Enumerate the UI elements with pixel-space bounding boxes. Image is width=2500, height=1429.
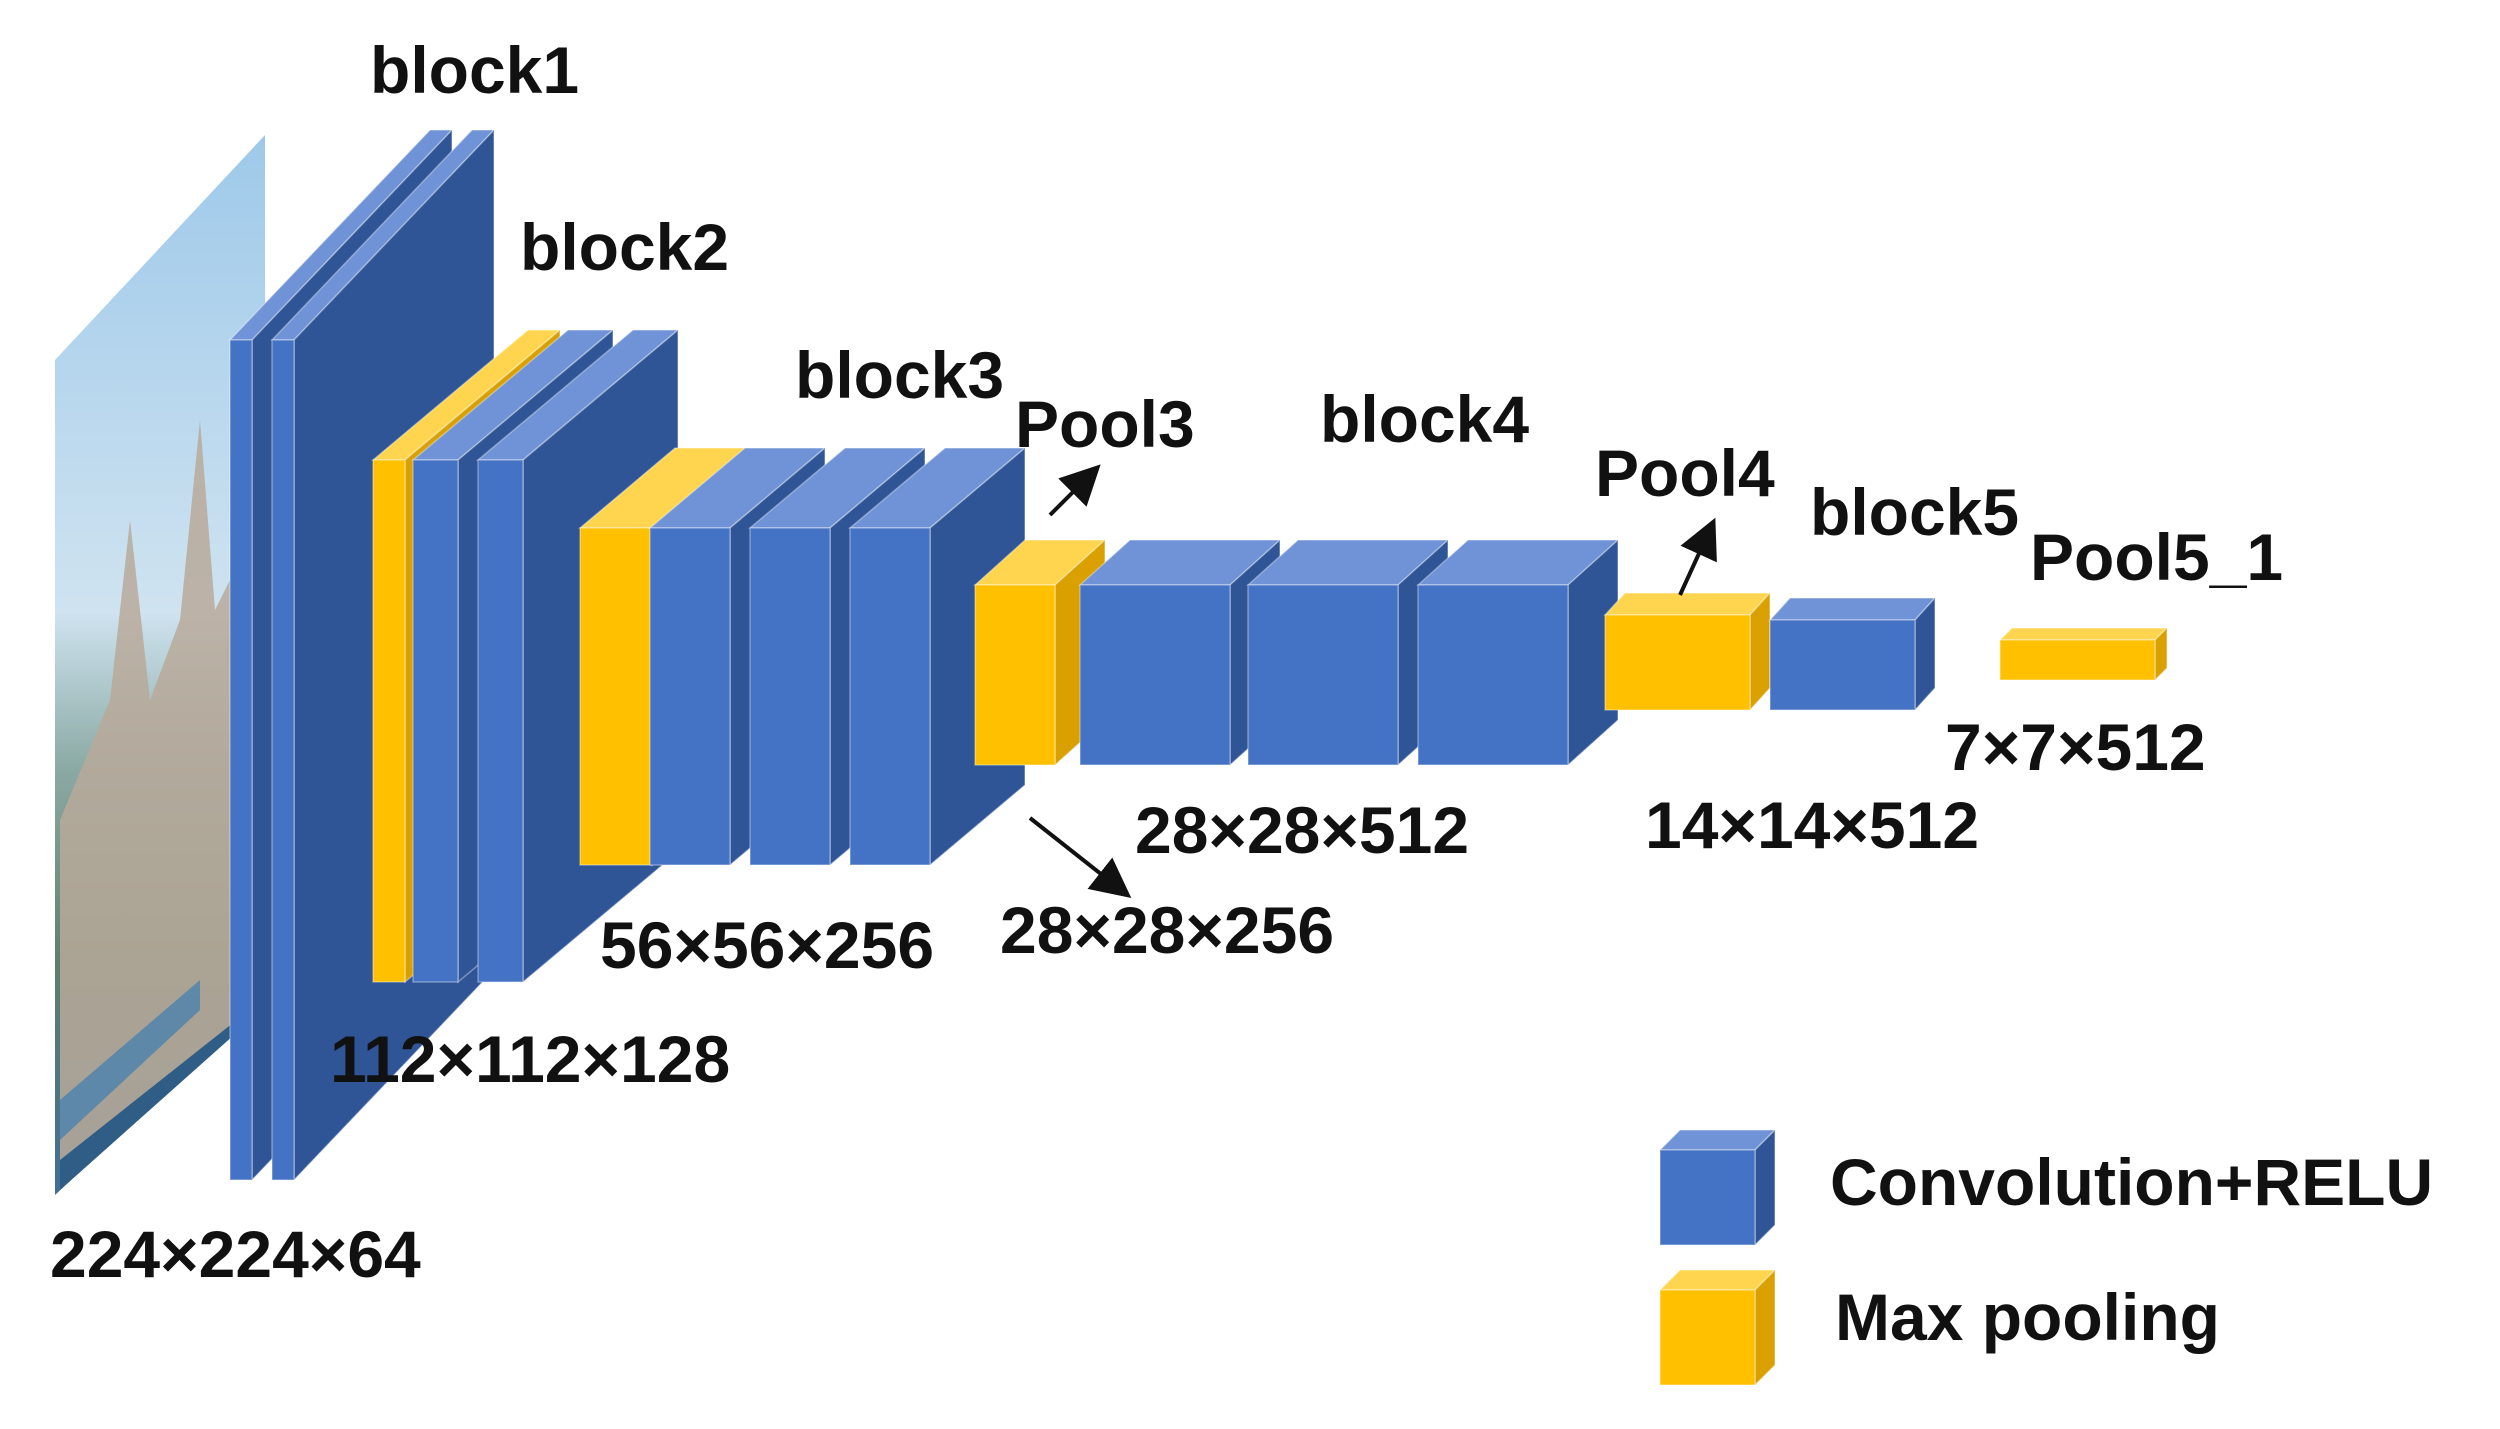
block4-label: block4: [1320, 382, 1529, 456]
block4-conv3: [1416, 538, 1620, 767]
legend-conv-cube: [1658, 1128, 1777, 1247]
dim-56-label: 56×56×256: [600, 908, 934, 982]
dim-14-label: 14×14×512: [1645, 788, 1979, 862]
block3-conv3: [847, 446, 1028, 867]
block5-label: block5: [1810, 475, 2019, 549]
dim-7-label: 7×7×512: [1945, 710, 2206, 784]
pool3-dim-arrow: [1028, 816, 1132, 898]
block2-label: block2: [520, 210, 729, 284]
dim-28-512-label: 28×28×512: [1135, 793, 1469, 867]
network-layers: [228, 128, 2169, 1182]
input-image: [55, 135, 265, 1195]
legend-pool-label: Max pooling: [1835, 1280, 2220, 1354]
dim-112-label: 112×112×128: [330, 1022, 730, 1096]
legend-pool-cube: [1658, 1268, 1777, 1387]
pool4: [1603, 591, 1772, 712]
pool5: [1998, 626, 2169, 682]
pool4-label: Pool4: [1595, 436, 1775, 510]
pool3-arrow: [1048, 464, 1101, 517]
block1-label: block1: [370, 33, 579, 107]
arrows: [1028, 464, 1717, 898]
legend-conv-swatch: [1658, 1128, 1777, 1247]
legend: Convolution+RELU Max pooling: [1658, 1128, 2433, 1387]
legend-pool-swatch: [1658, 1268, 1777, 1387]
pool4-arrow: [1678, 517, 1717, 596]
pool5-label: Pool5_1: [2030, 520, 2283, 594]
block5-conv: [1768, 596, 1937, 712]
dim-28-256-label: 28×28×256: [1000, 893, 1334, 967]
legend-conv-label: Convolution+RELU: [1830, 1145, 2433, 1219]
dim-224-label: 224×224×64: [50, 1217, 421, 1291]
pool3-label: Pool3: [1015, 387, 1195, 461]
block3-label: block3: [795, 338, 1004, 412]
